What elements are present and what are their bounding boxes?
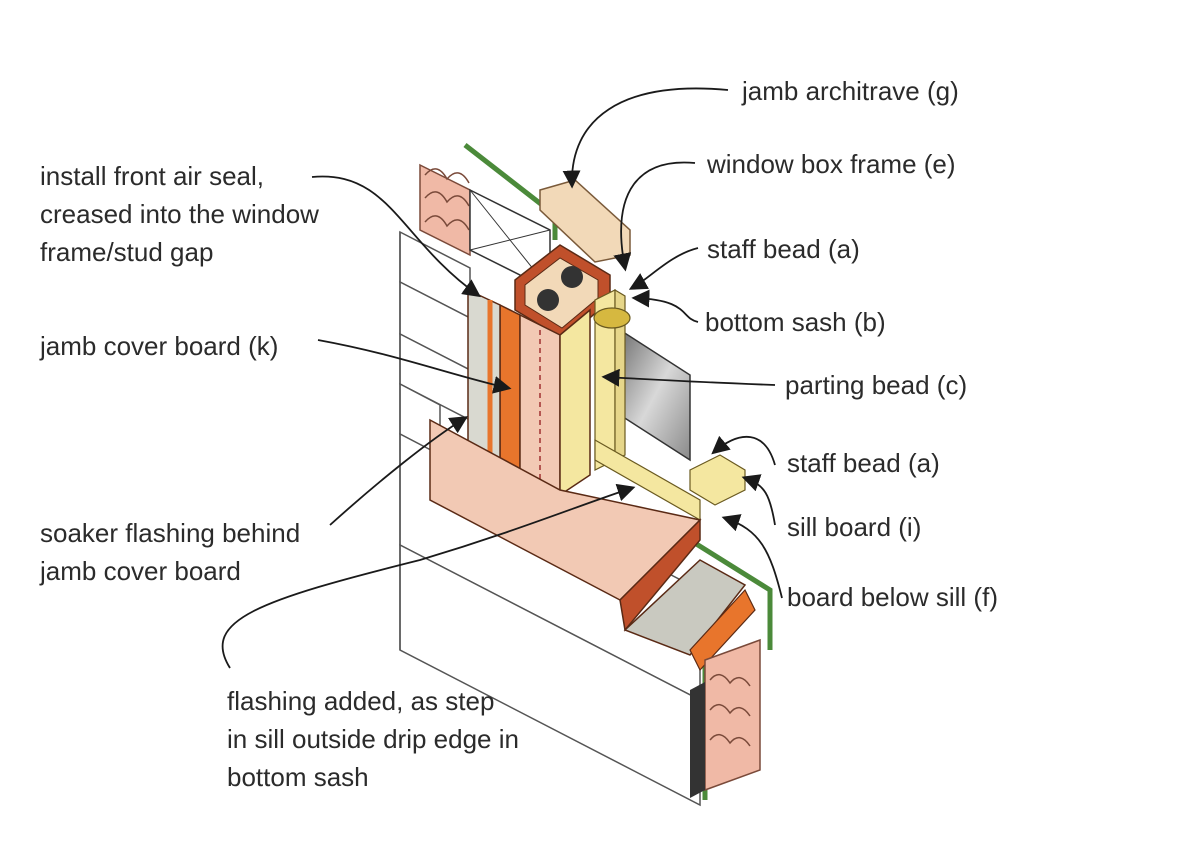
label-line: jamb architrave (g) — [742, 76, 959, 106]
label-line: staff bead (a) — [707, 234, 860, 264]
bottom-insulation — [690, 638, 761, 798]
label-line: flashing added, as step — [227, 686, 495, 716]
label-soaker-flashing: soaker flashing behind jamb cover board — [40, 514, 300, 590]
leader-front-air-seal — [311, 175, 481, 298]
label-line: parting bead (c) — [785, 370, 968, 400]
label-line: window box frame (e) — [707, 149, 956, 179]
window-sill — [429, 418, 747, 656]
label-line: jamb cover board (k) — [40, 331, 279, 361]
staff-bead-sill — [689, 454, 746, 506]
leader-staff-bead-top — [628, 247, 699, 290]
leader-jamb-cover-board — [317, 339, 512, 394]
label-line: install front air seal, — [40, 161, 264, 191]
label-line: creased into the window — [40, 199, 319, 229]
leader-board-below-sill — [721, 514, 783, 599]
label-bottom-sash: bottom sash (b) — [705, 303, 886, 341]
leader-flashing-added — [221, 483, 636, 669]
leader-bottom-sash — [631, 289, 699, 323]
label-parting-bead: parting bead (c) — [785, 366, 967, 404]
leader-window-box-frame — [613, 161, 696, 272]
label-staff-bead-top: staff bead (a) — [707, 230, 860, 268]
label-window-box-frame: window box frame (e) — [707, 145, 956, 183]
glass-pane — [619, 328, 691, 462]
label-line: soaker flashing behind — [40, 518, 301, 548]
label-line: board below sill (f) — [787, 582, 998, 612]
label-line: sill board (i) — [787, 512, 922, 542]
label-line: bottom sash — [227, 762, 369, 792]
label-line: frame/stud gap — [40, 237, 214, 267]
label-sill-board: sill board (i) — [787, 508, 921, 546]
leader-staff-bead-bottom — [711, 435, 776, 466]
leader-jamb-architrave — [562, 87, 729, 189]
leader-soaker-flashing — [329, 416, 469, 526]
label-jamb-architrave: jamb architrave (g) — [742, 72, 959, 110]
label-board-below-sill: board below sill (f) — [787, 578, 998, 616]
label-line: in sill outside drip edge in — [227, 724, 519, 754]
bottom-sash-profile — [593, 307, 631, 329]
board-below-sill — [689, 588, 756, 672]
label-jamb-cover-board: jamb cover board (k) — [40, 327, 278, 365]
leader-lines — [221, 87, 783, 669]
label-staff-bead-bottom: staff bead (a) — [787, 444, 940, 482]
leader-sill-board — [741, 474, 776, 526]
label-front-air-seal: install front air seal, creased into the… — [40, 157, 319, 271]
leader-parting-bead — [601, 368, 776, 387]
label-line: staff bead (a) — [787, 448, 940, 478]
label-line: bottom sash (b) — [705, 307, 886, 337]
label-flashing-added: flashing added, as step in sill outside … — [227, 682, 519, 796]
top-insulation — [419, 163, 551, 292]
label-line: jamb cover board — [40, 556, 241, 586]
